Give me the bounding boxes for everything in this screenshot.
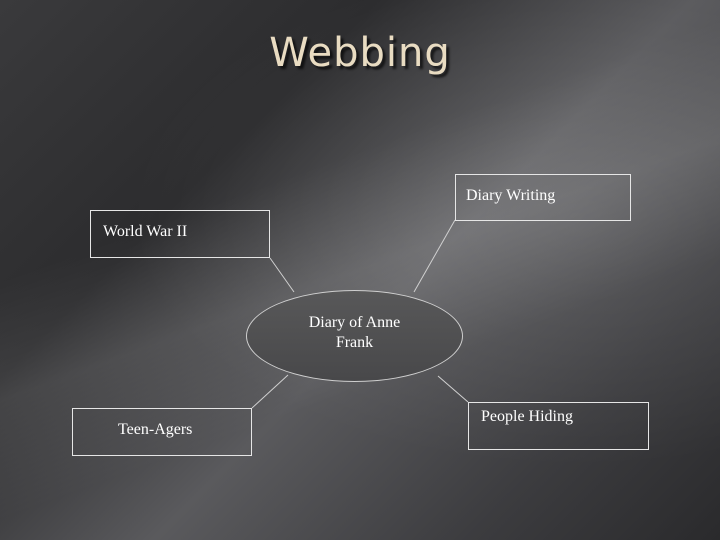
node-teen-agers-label: Teen-Agers: [118, 421, 193, 438]
node-people-hiding: People Hiding: [468, 402, 649, 450]
center-label-line-1: Diary of Anne: [308, 314, 401, 331]
connector-diary-writing: [413, 219, 456, 293]
slide-title: Webbing: [269, 30, 451, 76]
connector-world-war: [269, 257, 295, 293]
connector-people-hiding: [437, 375, 469, 403]
center-label-line-2: Frank: [335, 334, 374, 351]
node-diary-writing: Diary Writing: [455, 174, 631, 221]
node-diary-writing-label: Diary Writing: [466, 187, 556, 204]
node-people-hiding-label: People Hiding: [481, 408, 573, 425]
node-world-war: World War II: [90, 210, 270, 258]
node-world-war-label: World War II: [103, 223, 188, 240]
connector-teen-agers: [251, 374, 289, 409]
node-center-diary-of-anne-frank: Diary of Anne Frank: [246, 290, 463, 382]
node-teen-agers: Teen-Agers: [72, 408, 252, 456]
